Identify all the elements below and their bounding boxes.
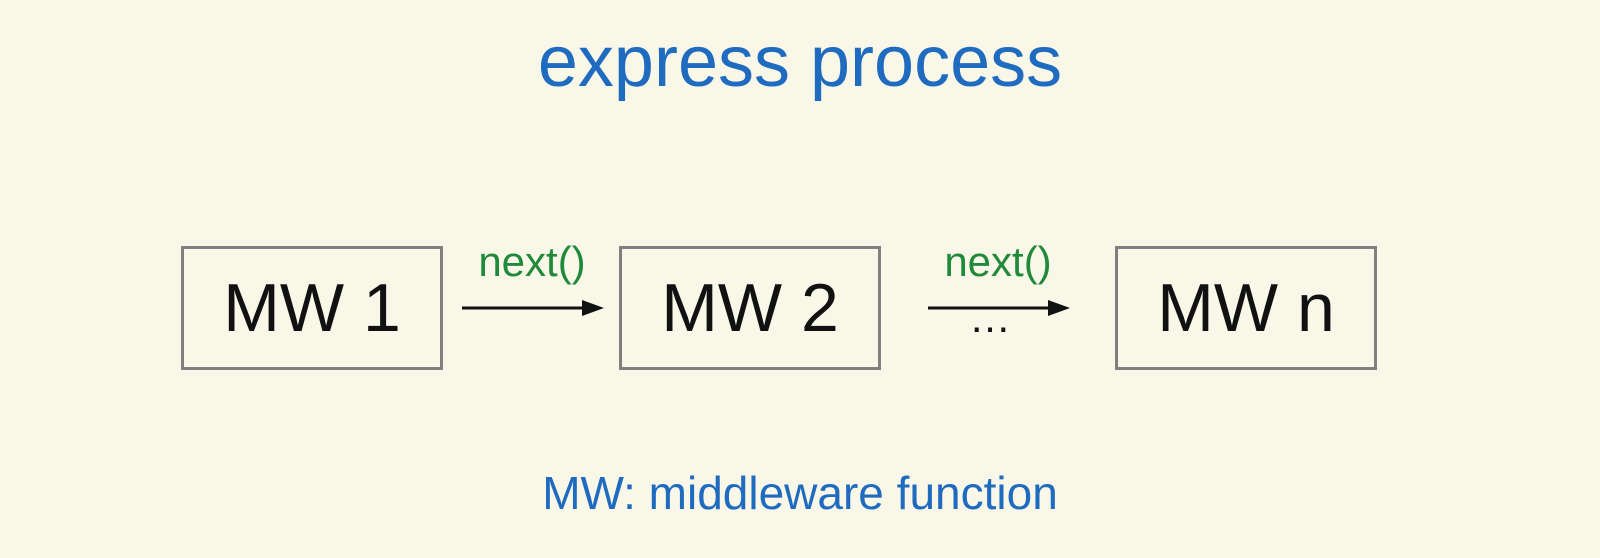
edge-label-1: next(): [478, 238, 586, 285]
node-label: MW n: [1157, 270, 1335, 346]
node-mw-1: MW 1: [181, 246, 443, 370]
node-label: MW 2: [661, 270, 839, 346]
edge-label-2: next(): [944, 238, 1052, 285]
arrow-right-icon: [462, 300, 604, 316]
node-mw-2: MW 2: [619, 246, 881, 370]
ellipsis: …: [969, 294, 1011, 341]
footnote: MW: middleware function: [542, 467, 1058, 519]
node-mw-n: MW n: [1115, 246, 1377, 370]
node-label: MW 1: [223, 270, 401, 346]
diagram-title: express process: [537, 22, 1063, 102]
arrow-right-icon: [928, 300, 1070, 316]
